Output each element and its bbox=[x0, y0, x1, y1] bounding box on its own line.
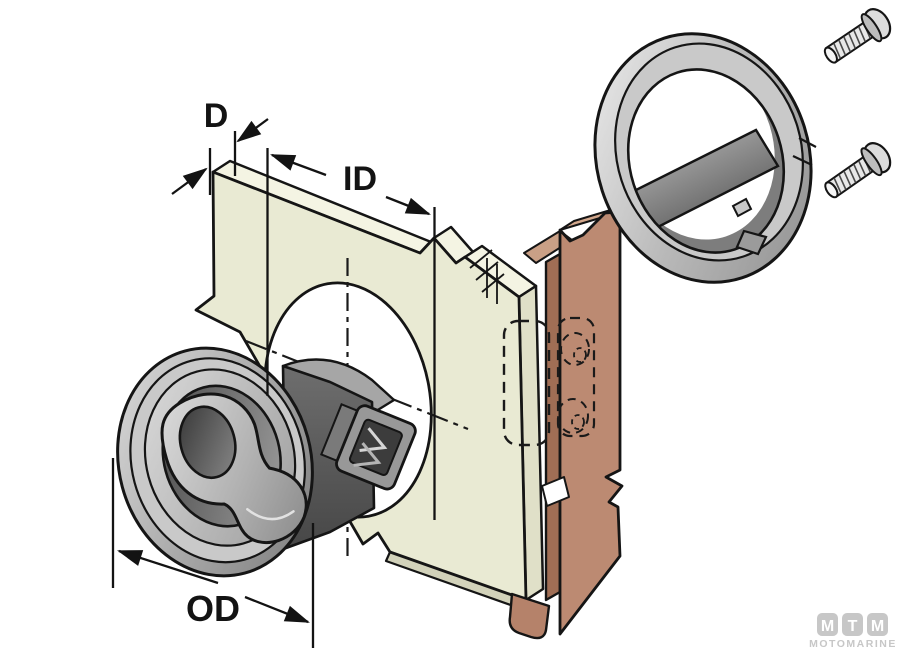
label-thickness: D bbox=[204, 97, 229, 135]
latch-handle-highlight bbox=[246, 507, 295, 521]
label-inner-diameter: ID bbox=[343, 160, 377, 198]
dimension-outer-diameter bbox=[111, 458, 315, 648]
hidden-outlines bbox=[502, 316, 596, 447]
screw-hole-lower-inner bbox=[571, 414, 585, 430]
watermark-letter-1: M bbox=[821, 618, 834, 635]
trim-ring-channel-step bbox=[731, 197, 753, 218]
latch-body-hidden-outline bbox=[502, 319, 551, 447]
trim-ring-tab bbox=[735, 229, 768, 256]
watermark-letter-3: M bbox=[871, 618, 884, 635]
screw-threads bbox=[833, 22, 871, 59]
screw-hole-upper bbox=[560, 332, 590, 366]
mounting-screw-bottom bbox=[824, 142, 892, 199]
wood-frame-panel bbox=[508, 202, 635, 640]
flush-latch bbox=[116, 346, 417, 578]
latch-flange bbox=[116, 346, 314, 578]
label-outer-diameter: OD bbox=[186, 588, 240, 629]
mounting-screw-top bbox=[823, 8, 892, 64]
trim-ring-inner-edge bbox=[626, 68, 786, 254]
watermark-subtitle: MOTOMARINE bbox=[809, 638, 897, 648]
trim-ring-split-notch bbox=[792, 137, 817, 166]
screw-hole-upper-inner bbox=[573, 347, 587, 363]
frame-foot bbox=[508, 592, 551, 640]
frame-break-notch bbox=[541, 476, 570, 507]
latch-cam-bracket bbox=[320, 403, 417, 491]
frame-recess-hidden-outline bbox=[556, 316, 596, 438]
alignment-hatch-marks bbox=[469, 249, 505, 304]
dimension-thickness bbox=[171, 118, 269, 195]
watermark-logo: M T M MOTOMARINE bbox=[809, 613, 897, 648]
trim-ring bbox=[593, 32, 817, 284]
latch-handle-opening bbox=[178, 405, 237, 480]
dimension-annotations bbox=[111, 118, 436, 648]
watermark-letter-2: T bbox=[848, 618, 858, 635]
dimension-inner-diameter bbox=[266, 148, 436, 520]
screw-hole-lower bbox=[557, 398, 589, 434]
